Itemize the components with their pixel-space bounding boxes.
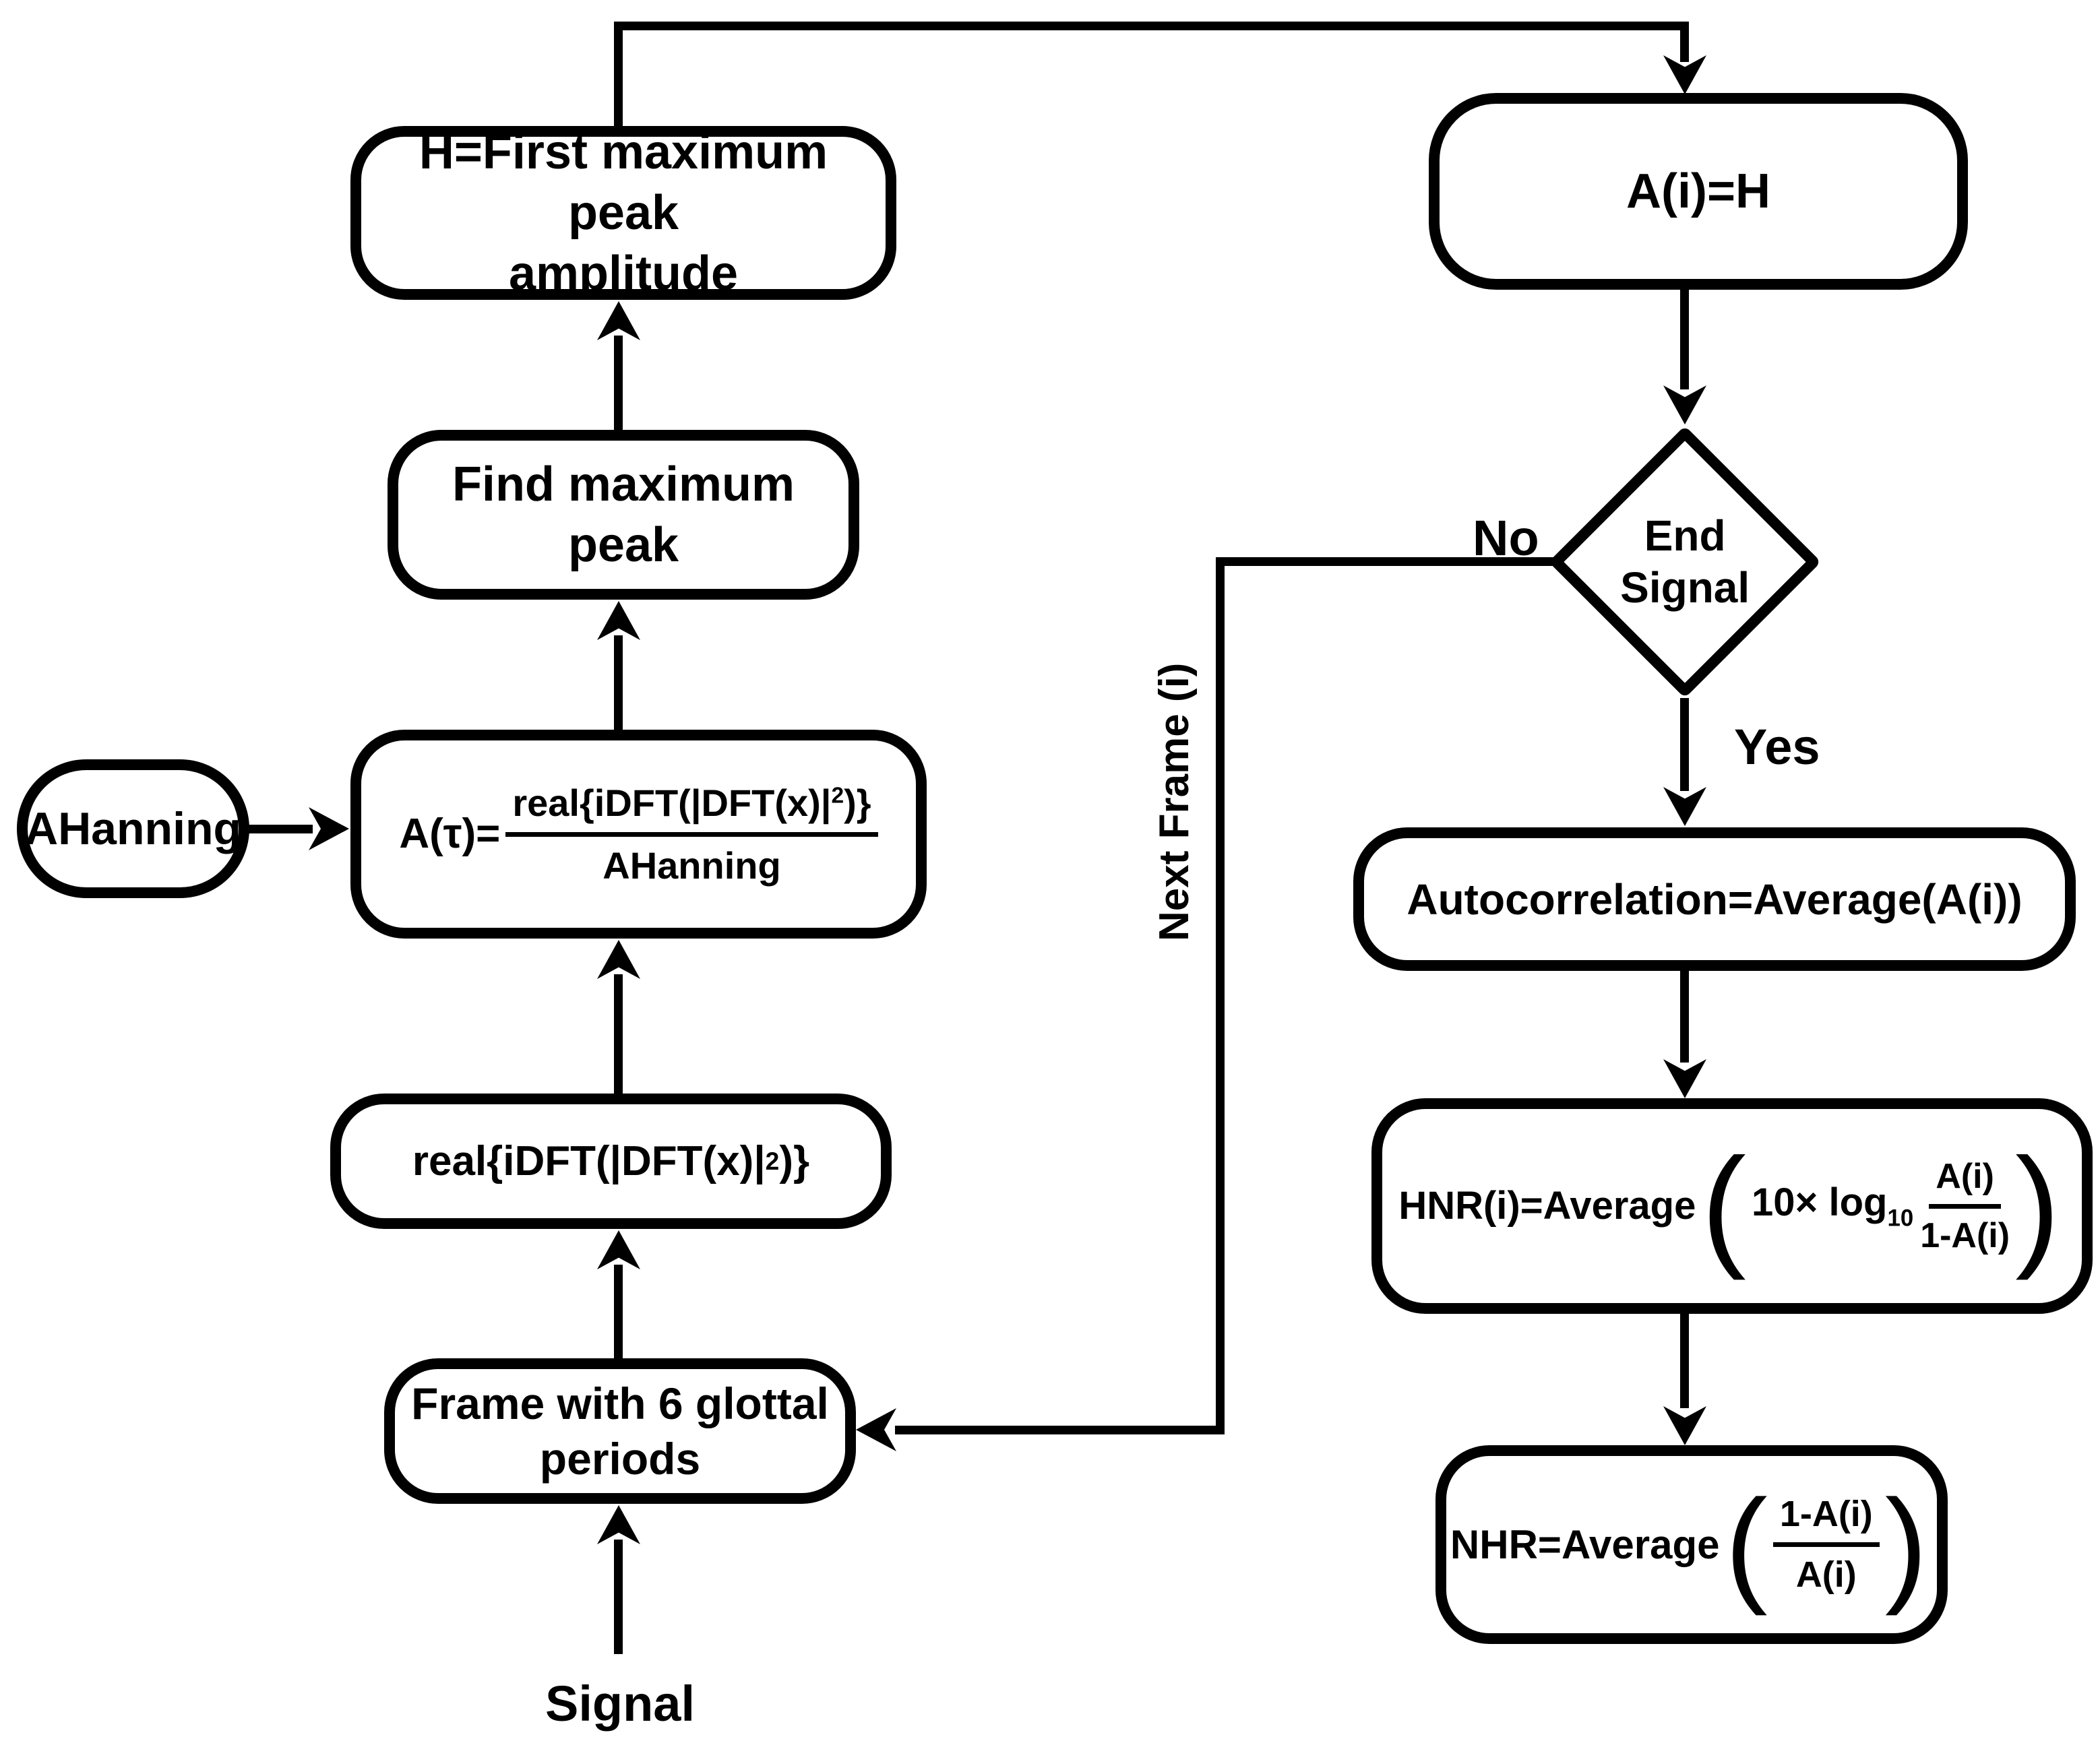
ahanning-label: AHanning bbox=[24, 802, 242, 854]
connector-autocorr-to-hnr bbox=[1680, 971, 1689, 1063]
connector-diamond-to-autocorr bbox=[1680, 698, 1689, 791]
arrowhead-into-hnr bbox=[1663, 1059, 1706, 1098]
connector-find-to-h bbox=[614, 336, 623, 431]
hnr-frac-den: 1-A(i) bbox=[1920, 1215, 2010, 1255]
connector-aibox-down bbox=[1680, 22, 1689, 62]
arrowhead-into-framebox-right bbox=[856, 1408, 896, 1451]
frame-box-label: Frame with 6 glottal periods bbox=[411, 1378, 829, 1484]
atau-formula-box: A(τ)= real{iDFT(|DFT(x)|2)} AHanning bbox=[350, 730, 927, 939]
nhr-formula-box: NHR=Average ( 1-A(i) A(i) ) bbox=[1435, 1445, 1948, 1644]
autocorrelation-box: Autocorrelation=Average(A(i)) bbox=[1353, 827, 2076, 971]
hnr-close-paren: ) bbox=[2015, 1131, 2060, 1281]
signal-label: Signal bbox=[545, 1676, 696, 1732]
connector-no-vertical bbox=[1216, 557, 1225, 1434]
arrowhead-into-atau-left bbox=[309, 807, 349, 850]
connector-top-horizontal bbox=[614, 22, 1689, 30]
autocorrelation-label: Autocorrelation=Average(A(i)) bbox=[1407, 875, 2022, 924]
connector-atau-to-find bbox=[614, 635, 623, 731]
nhr-prefix: NHR=Average bbox=[1450, 1522, 1720, 1567]
nhr-frac-den: A(i) bbox=[1795, 1554, 1857, 1595]
yes-label: Yes bbox=[1734, 719, 1820, 775]
find-max-peak-box: Find maximum peak bbox=[388, 430, 859, 600]
frame-box: Frame with 6 glottal periods bbox=[384, 1358, 856, 1504]
ai-equals-h-label: A(i)=H bbox=[1626, 164, 1770, 218]
connector-frame-to-real bbox=[614, 1265, 623, 1359]
atau-numerator: real{iDFT(|DFT(x)|2)} bbox=[505, 780, 878, 837]
hnr-open-paren: ( bbox=[1701, 1131, 1746, 1281]
connector-ahanning-to-atau bbox=[248, 825, 313, 833]
hnr-formula: HNR(i)=Average ( 10× log10 A(i) 1-A(i) ) bbox=[1398, 1131, 2065, 1281]
arrowhead-into-realbox bbox=[597, 1230, 640, 1269]
hnr-factor: 10× log10 bbox=[1751, 1180, 1914, 1232]
arrowhead-into-autocorr bbox=[1663, 787, 1706, 826]
arrowhead-into-framebox bbox=[597, 1505, 640, 1544]
arrowhead-into-findbox bbox=[597, 601, 640, 640]
hnr-frac-num: A(i) bbox=[1929, 1155, 2001, 1209]
connector-hbox-up bbox=[614, 22, 623, 129]
real-idft-formula: real{iDFT(|DFT(x)|2)} bbox=[412, 1137, 810, 1184]
no-label: No bbox=[1473, 510, 1539, 566]
connector-hnr-to-nhr bbox=[1680, 1314, 1689, 1408]
arrowhead-into-ataubox bbox=[597, 940, 640, 979]
nhr-close-paren: ) bbox=[1884, 1473, 1928, 1616]
ai-equals-h-box: A(i)=H bbox=[1429, 93, 1968, 290]
ahanning-box: AHanning bbox=[17, 759, 249, 898]
atau-denominator: AHanning bbox=[603, 844, 781, 887]
h-box-label: H=First maximum peak amplitude bbox=[419, 125, 828, 300]
arrowhead-into-hbox bbox=[597, 301, 640, 340]
connector-nextframe-horizontal bbox=[895, 1426, 1225, 1434]
nhr-frac-num: 1-A(i) bbox=[1772, 1492, 1880, 1547]
atau-formula: A(τ)= real{iDFT(|DFT(x)|2)} AHanning bbox=[399, 780, 878, 889]
connector-ai-to-diamond bbox=[1680, 288, 1689, 389]
h-box: H=First maximum peak amplitude bbox=[350, 125, 896, 300]
arrowhead-into-diamond bbox=[1663, 385, 1706, 424]
hnr-formula-box: HNR(i)=Average ( 10× log10 A(i) 1-A(i) ) bbox=[1371, 1098, 2093, 1314]
nhr-open-paren: ( bbox=[1725, 1473, 1768, 1616]
connector-signal-to-frame bbox=[614, 1540, 623, 1654]
nhr-formula: NHR=Average ( 1-A(i) A(i) ) bbox=[1450, 1473, 1933, 1616]
end-signal-diamond: End Signal bbox=[1548, 425, 1822, 699]
connector-no-horizontal bbox=[1216, 557, 1553, 566]
end-signal-label: End Signal bbox=[1619, 511, 1750, 612]
connector-real-to-atau bbox=[614, 974, 623, 1095]
atau-lhs: A(τ)= bbox=[399, 811, 501, 858]
find-max-peak-label: Find maximum peak bbox=[452, 457, 795, 572]
hnr-prefix: HNR(i)=Average bbox=[1398, 1183, 1696, 1228]
real-idft-box: real{iDFT(|DFT(x)|2)} bbox=[330, 1094, 892, 1229]
next-frame-label: Next Frame (i) bbox=[1151, 662, 1198, 941]
arrowhead-into-nhr bbox=[1663, 1406, 1706, 1445]
